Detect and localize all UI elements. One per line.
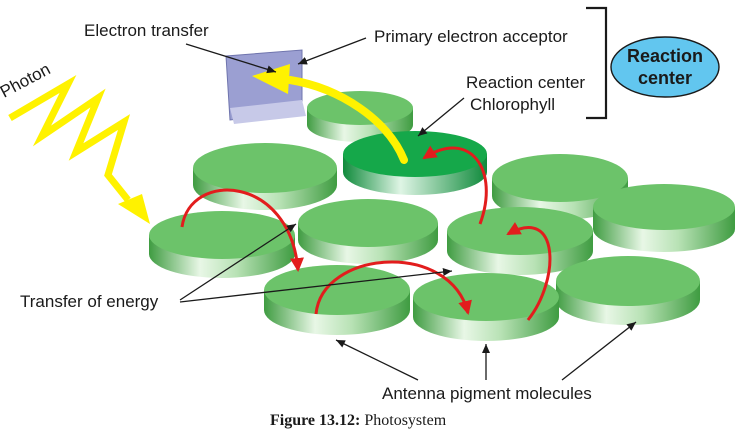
figure-caption: Figure 13.12: Photosystem — [270, 412, 447, 429]
pigment-disk — [593, 184, 735, 252]
reaction-center-bracket — [586, 6, 608, 120]
pigment-disk — [149, 211, 295, 278]
primary-acceptor-label: Primary electron acceptor — [374, 27, 568, 46]
chlorophyll-label: Chlorophyll — [470, 95, 555, 114]
transfer-of-energy-label: Transfer of energy — [20, 292, 159, 311]
reaction-center-disk — [343, 131, 487, 195]
leader-lines — [179, 37, 637, 381]
antenna-label: Antenna pigment molecules — [382, 384, 592, 403]
photon-arrow — [8, 75, 150, 224]
reaction-center-label: Reaction center — [466, 73, 585, 92]
caption-text: Photosystem — [360, 412, 446, 429]
pigment-disk — [413, 273, 559, 341]
energy-arrow — [314, 260, 472, 315]
pigment-disk — [193, 143, 337, 210]
pigment-disk — [264, 265, 410, 335]
badge-line-2: center — [638, 68, 692, 88]
badge-line-1: Reaction — [627, 46, 703, 66]
energy-arrow — [422, 145, 488, 225]
energy-arrow — [506, 222, 552, 321]
pigment-disk — [298, 199, 438, 264]
primary-electron-acceptor-box — [225, 49, 306, 124]
reaction-center-badge: Reaction center — [610, 36, 720, 98]
caption-number: Figure 13.12: — [270, 412, 360, 429]
energy-transfer-arrows — [180, 145, 552, 321]
electron-transfer-arrow — [252, 64, 408, 164]
electron-transfer-label: Electron transfer — [84, 21, 209, 40]
pigment-disk — [556, 256, 700, 325]
energy-arrow — [180, 188, 304, 272]
pigment-disk — [447, 207, 593, 275]
